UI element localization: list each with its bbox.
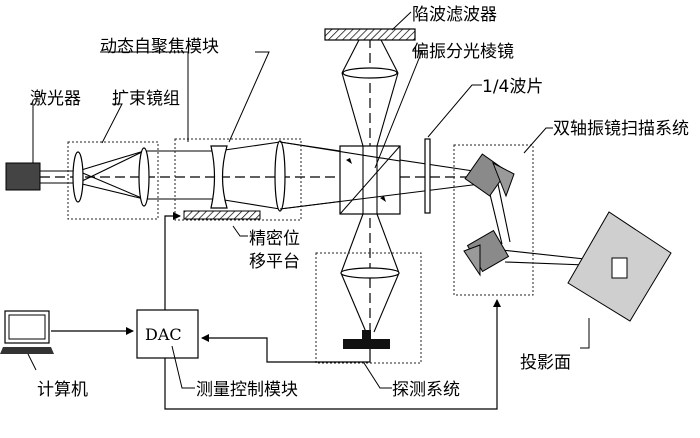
label-projection: 投影面 [520,353,571,373]
label-pbs: 偏振分光棱镜 [412,42,514,62]
quarter-wave-plate [424,138,431,214]
label-stage-line1: 精密位 [249,229,300,249]
computer-icon [0,310,54,354]
dac-box [136,309,199,359]
notch-filter [324,28,416,41]
label-galvo-system: 双轴振镜扫描系统 [553,119,689,139]
label-quarter-wave: 1/4波片 [482,77,543,97]
label-dac: DAC [145,325,182,344]
projection-surface [567,211,672,322]
label-stage-line2: 移平台 [249,252,300,272]
galvo-box [453,144,534,296]
label-beam-expander: 扩束镜组 [112,89,180,109]
polarizing-beam-splitter [279,141,401,215]
label-notch-filter: 陷波滤波器 [412,5,497,25]
precision-stage [183,210,261,220]
label-computer: 计算机 [37,380,88,400]
lenses [72,67,400,279]
label-detection-system: 探测系统 [392,380,460,400]
label-dynamic-focus: 动态自聚焦模块 [100,37,219,57]
galvo-mirror-2 [463,229,510,277]
label-control-module: 测量控制模块 [196,380,298,400]
dynamic-focus-box [174,138,302,221]
beam-expander-box [67,141,159,220]
detector [343,339,390,349]
galvo-mirror-1 [464,153,515,198]
laser-source [5,162,41,191]
detection-box [315,252,422,364]
signal-lines [51,212,501,410]
leader-lines [27,11,590,389]
label-laser: 激光器 [30,89,81,109]
